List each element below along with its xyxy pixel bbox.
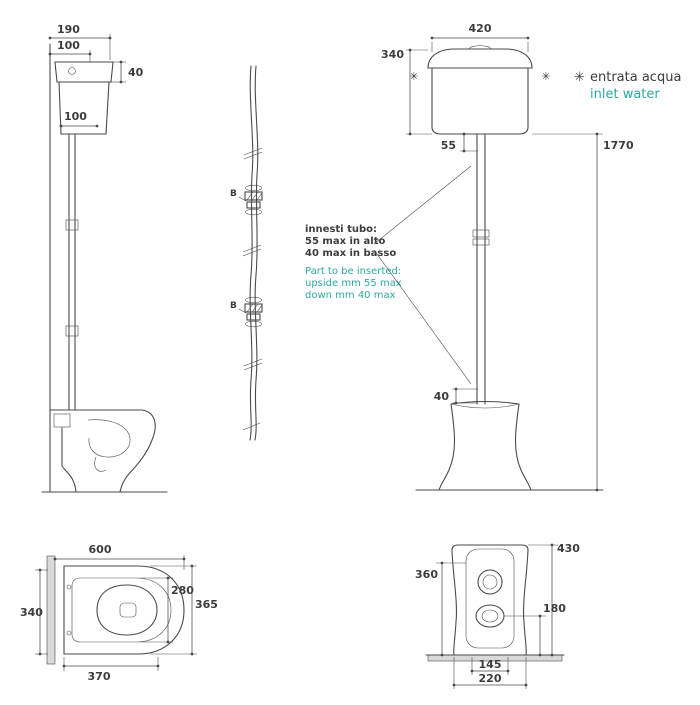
asterisk-icon-right: ✳ [541, 70, 550, 83]
joint-label-b-lower: B [230, 301, 237, 311]
dim-label-145: 145 [479, 658, 502, 671]
front-view: 420 ✳ ✳ 340 ✳ entrata acqua inlet water [381, 22, 681, 492]
hinge-dot-bottom [66, 630, 72, 636]
inlet-water-legend: ✳ entrata acqua inlet water [574, 70, 681, 102]
dim-label-180: 180 [543, 602, 566, 615]
legend-label-italian: entrata acqua [590, 70, 681, 85]
dim-label-430: 430 [557, 542, 580, 555]
dimension-190: 190 [48, 23, 112, 60]
asterisk-icon-legend: ✳ [574, 70, 585, 85]
dim-label-365: 365 [195, 598, 218, 611]
dim-label-340-plan: 340 [20, 606, 43, 619]
note-en-line3: down mm 40 max [305, 290, 396, 301]
pipe-break-marks [242, 147, 263, 431]
dimension-280: 280 [140, 576, 194, 644]
cistern-side-outline [54, 61, 114, 135]
dim-label-220: 220 [479, 672, 502, 685]
dim-label-40-bottom: 40 [434, 390, 450, 403]
dim-label-55: 55 [441, 139, 456, 152]
dim-label-370: 370 [88, 670, 111, 683]
note-it-line3: 40 max in basso [305, 248, 396, 259]
upper-opening [477, 569, 503, 595]
dimension-220: 220 [452, 657, 528, 689]
dimension-370: 370 [62, 657, 160, 683]
leader-line-upper [373, 165, 472, 245]
dimension-430: 430 [528, 542, 580, 657]
dim-label-100-inner: 100 [64, 110, 87, 123]
note-en-line1: Part to be inserted: [305, 266, 401, 277]
drain-hole [119, 602, 137, 618]
dim-label-40: 40 [128, 66, 144, 79]
lower-opening [475, 604, 505, 628]
pipe-detail-view: B B [230, 65, 263, 441]
side-view: 190 100 40 100 [41, 23, 168, 493]
cistern-front-outline [427, 45, 533, 135]
insertion-note: innesti tubo: 55 max in alto 40 max in b… [305, 165, 472, 385]
flush-pipe-front [472, 133, 490, 405]
note-it-line2: 55 max in alto [305, 236, 385, 247]
hinge-dot-top [66, 584, 72, 590]
plan-view: 600 280 365 [20, 543, 218, 683]
dim-label-360: 360 [415, 568, 438, 581]
dim-label-190: 190 [57, 23, 80, 36]
pedestal-front-outline [438, 400, 532, 491]
seat-plan-outline [63, 565, 185, 655]
flush-button-icon [68, 67, 76, 75]
dimension-180: 180 [504, 602, 566, 657]
legend-label-english: inlet water [590, 87, 660, 102]
dimension-340-plan: 340 [20, 568, 48, 656]
dimension-40-lid: 40 [111, 60, 144, 84]
dimension-360: 360 [415, 561, 466, 657]
joint-label-b-upper: B [230, 189, 237, 199]
pipe-joint-upper: B [230, 184, 263, 216]
dim-label-420: 420 [469, 22, 492, 35]
note-en-line2: upside mm 55 max [305, 278, 402, 289]
wall-bar [46, 555, 56, 665]
dim-label-280: 280 [171, 584, 194, 597]
dim-label-1770: 1770 [603, 139, 634, 152]
wc-front-outline [451, 544, 529, 656]
dimension-420: 420 [430, 22, 530, 52]
note-it-line1: innesti tubo: [305, 224, 377, 235]
dimension-40-bottom: 40 [434, 387, 478, 405]
flush-pipe-side [65, 133, 79, 411]
asterisk-icon-left: ✳ [409, 70, 418, 83]
leader-line-lower [373, 249, 472, 385]
dimension-1770: 1770 [532, 132, 634, 492]
pipe-joint-lower: B [230, 296, 263, 328]
dimension-55: 55 [441, 132, 478, 153]
dimension-600: 600 [53, 543, 186, 570]
dim-label-340-cistern: 340 [381, 48, 404, 61]
dimension-145: 145 [470, 657, 510, 675]
wc-front-view: 430 360 180 145 220 [415, 542, 580, 689]
dimension-340-cistern: 340 [381, 48, 432, 136]
dimension-100-inner: 100 [59, 110, 99, 128]
dim-label-100-top: 100 [57, 39, 80, 52]
dimension-100-top: 100 [48, 39, 92, 62]
dimension-365: 365 [150, 564, 218, 656]
wc-side-silhouette [49, 409, 156, 493]
dim-label-600: 600 [89, 543, 112, 556]
